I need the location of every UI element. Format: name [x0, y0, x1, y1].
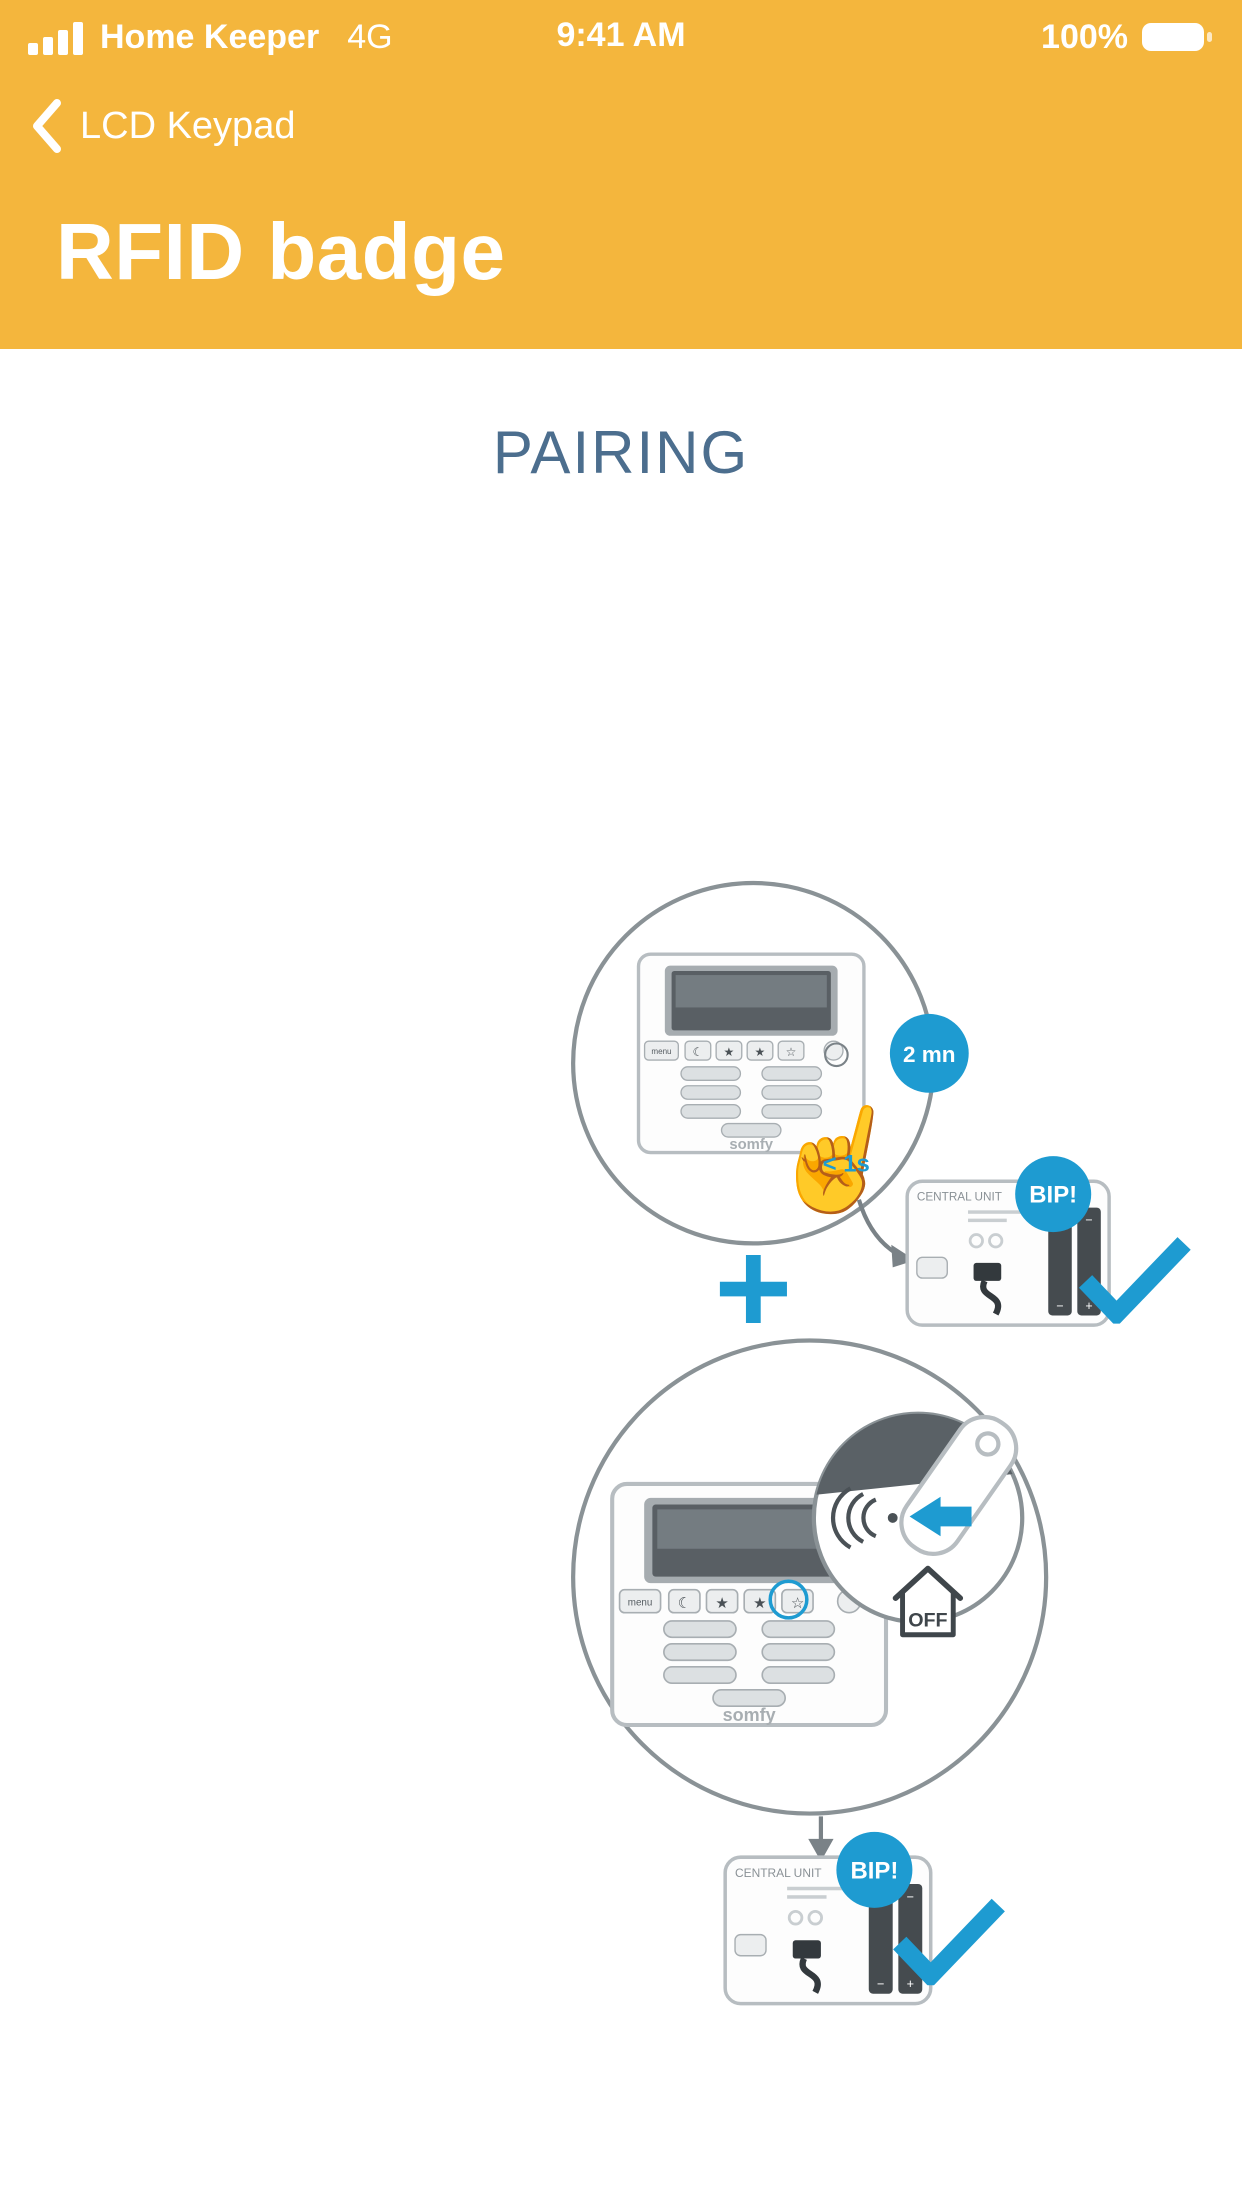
app-header: Home Keeper 4G 9:41 AM 100% LCD Keypad R… [0, 0, 1242, 349]
status-right: 100% [1041, 18, 1214, 57]
arrowhead [808, 1838, 834, 1862]
hold-time-badge: 2 mn [889, 1013, 969, 1093]
battery-icon [1142, 23, 1212, 51]
back-button[interactable]: LCD Keypad [30, 98, 295, 154]
status-bar: Home Keeper 4G 9:41 AM 100% [0, 0, 1242, 64]
house-off-icon: OFF [892, 1565, 964, 1638]
off-label: OFF [908, 1609, 947, 1631]
rfid-waves-icon [831, 1486, 852, 1550]
status-left: Home Keeper 4G [28, 18, 393, 57]
carrier-label: Home Keeper [100, 17, 320, 56]
rfid-waves-icon [861, 1497, 877, 1539]
section-title: PAIRING [492, 419, 750, 486]
reader-dot [887, 1512, 898, 1523]
bip-label: BIP! [1029, 1182, 1077, 1209]
page-title: RFID badge [56, 207, 506, 296]
back-label: LCD Keypad [80, 104, 296, 147]
bip-badge: BIP! [1015, 1156, 1092, 1233]
signal-strength-icon [28, 22, 83, 55]
pairing-diagram: menu ☾ ★ ★ ☆ somfy C [0, 845, 1242, 2112]
press-duration-label: < 1s [823, 1151, 870, 1178]
step-2: OFF BIP! [571, 1338, 1049, 2004]
plus-sign: + [714, 1213, 792, 1362]
badge-hole [975, 1431, 1001, 1457]
key-highlight-ring [824, 1042, 849, 1068]
pairing-diagram-svg: menu ☾ ★ ★ ☆ somfy C [571, 880, 1242, 2112]
back-chevron-icon [33, 99, 61, 153]
present-badge-arrow-icon [909, 1496, 972, 1537]
battery-percent-label: 100% [1041, 17, 1128, 56]
clock-label: 9:41 AM [556, 16, 686, 54]
key-highlight-ring [768, 1579, 809, 1620]
bip-badge: BIP! [836, 1831, 913, 1908]
hold-time-label: 2 mn [903, 1042, 956, 1067]
network-type-label: 4G [347, 17, 393, 56]
rfid-waves-icon [846, 1492, 865, 1544]
bip-label: BIP! [850, 1857, 898, 1884]
step-1: ☝ 2 mn < 1s BIP! [571, 880, 1184, 1325]
